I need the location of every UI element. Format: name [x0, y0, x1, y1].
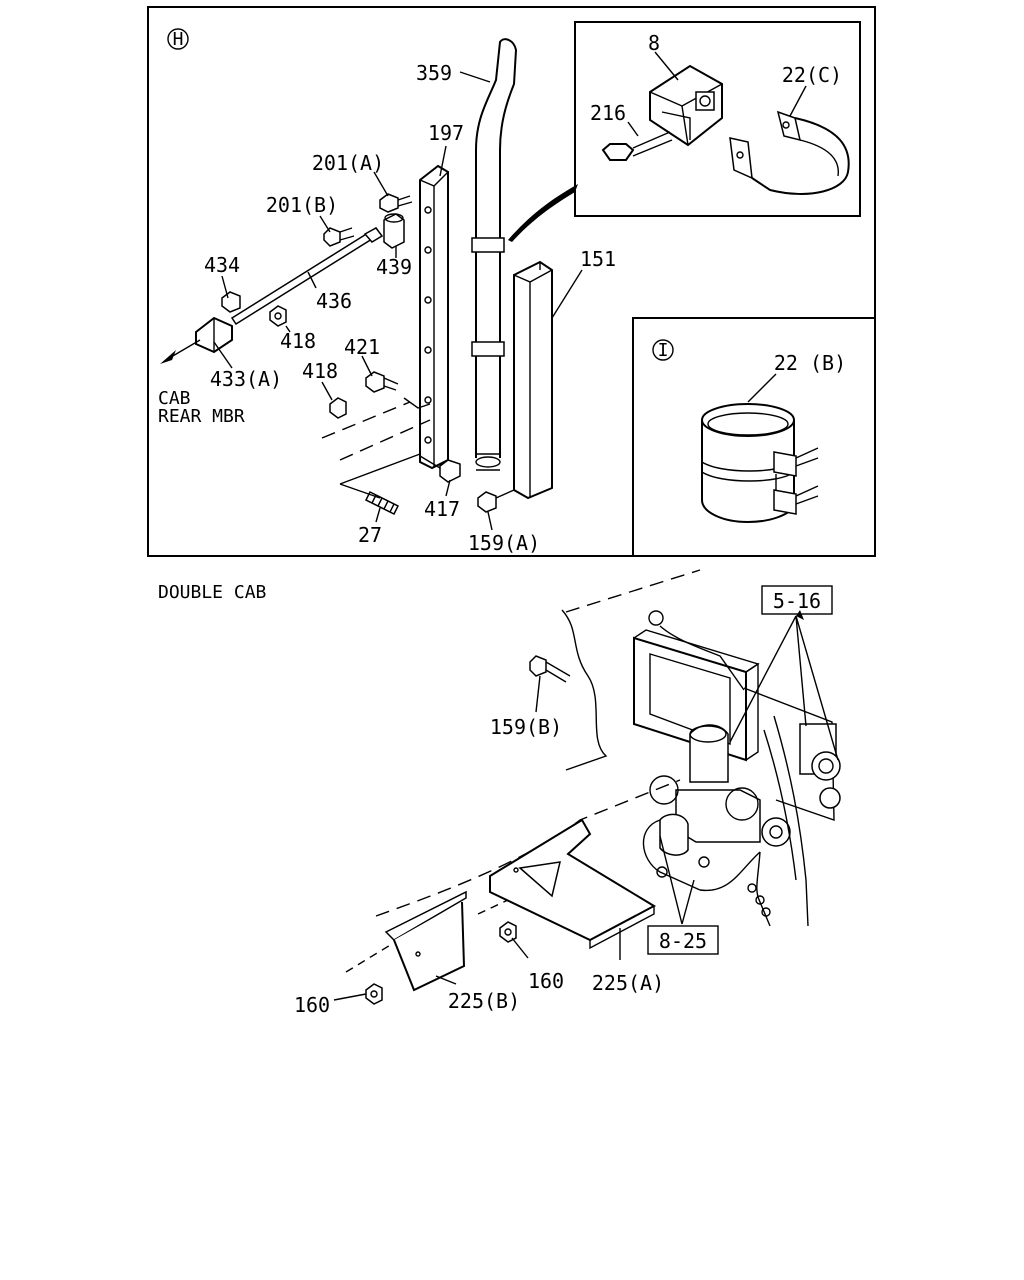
callout-417: 417	[424, 497, 460, 521]
ref-box-5-16[interactable]: 5-16	[761, 585, 833, 615]
callout-160-right: 160	[528, 969, 564, 993]
heat-guard-151	[513, 260, 553, 500]
callout-433a: 433(A)	[210, 367, 282, 391]
bolt-434	[221, 291, 241, 313]
callout-359: 359	[416, 61, 452, 85]
rod-436	[230, 226, 384, 326]
callout-418b: 418	[302, 359, 338, 383]
stud-27	[364, 490, 400, 516]
bolt-417	[419, 455, 461, 483]
callout-439: 439	[376, 255, 412, 279]
nut-160-left	[365, 983, 383, 1005]
callout-201b: 201(B)	[266, 193, 338, 217]
double-cab-title: DOUBLE CAB	[158, 582, 266, 603]
view-h-panel: H	[147, 6, 876, 557]
callout-8: 8	[648, 31, 660, 55]
bolt-159b	[529, 655, 571, 683]
clamp-22c	[729, 110, 850, 195]
exhaust-pipe-359	[471, 38, 518, 471]
callout-436: 436	[316, 289, 352, 313]
nut-160-right	[499, 921, 517, 943]
callout-421: 421	[344, 335, 380, 359]
bolt-421	[365, 371, 399, 393]
bolt-216	[601, 131, 673, 161]
spacer-439	[383, 213, 405, 249]
callout-201a: 201(A)	[312, 151, 384, 175]
callout-22c: 22(C)	[782, 63, 842, 87]
callout-225a: 225(A)	[592, 971, 664, 995]
bolt-201a	[379, 193, 413, 213]
callout-159b: 159(B)	[490, 715, 562, 739]
bolt-159a	[477, 489, 515, 513]
nut-418b	[329, 397, 347, 419]
callout-160-left: 160	[294, 993, 330, 1017]
inset-bracket-clamp: 8 216 22(C)	[574, 21, 861, 217]
valve-bracket-assembly	[633, 610, 841, 927]
ref-box-8-25[interactable]: 8-25	[647, 925, 719, 955]
callout-225b: 225(B)	[448, 989, 520, 1013]
view-h-caption-line2: REAR MBR	[158, 406, 245, 427]
bracket-8	[649, 64, 723, 147]
callout-216: 216	[590, 101, 626, 125]
callout-159a: 159(A)	[468, 531, 540, 555]
callout-434: 434	[204, 253, 240, 277]
inset-pointer-arrow	[508, 184, 578, 242]
shield-225b	[384, 890, 467, 992]
clamp-22b	[701, 403, 819, 524]
callout-22b: 22 (B)	[774, 351, 846, 375]
callout-197: 197	[428, 121, 464, 145]
ref-8-25-label: 8-25	[659, 929, 707, 953]
bracket-433a	[160, 316, 233, 364]
double-cab-section: DOUBLE CAB	[158, 569, 841, 1017]
shield-225a	[489, 818, 657, 950]
view-h-marker: H	[167, 28, 189, 50]
callout-151: 151	[580, 247, 616, 271]
svg-text:I: I	[658, 340, 669, 361]
view-i-panel: I 22 (B)	[632, 317, 876, 557]
svg-text:H: H	[173, 29, 184, 50]
view-h-caption-line1: CAB	[158, 388, 191, 409]
callout-27: 27	[358, 523, 382, 547]
ref-5-16-label: 5-16	[773, 589, 821, 613]
view-i-marker: I	[652, 339, 674, 361]
nut-418a	[269, 305, 287, 327]
bolt-201b	[323, 227, 355, 247]
callout-418a: 418	[280, 329, 316, 353]
